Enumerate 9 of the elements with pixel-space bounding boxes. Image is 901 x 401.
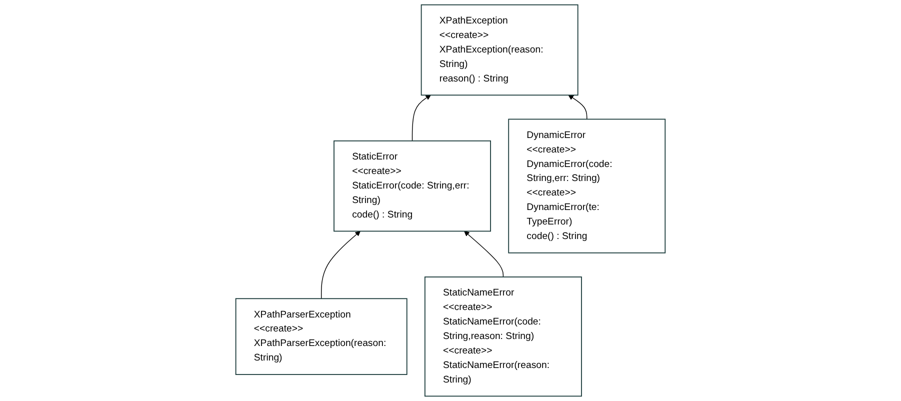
arrow xyxy=(464,230,504,278)
node-box: StaticError <<create>> StaticError(code: String,err: String) code() : String xyxy=(334,140,492,232)
arrow xyxy=(412,94,431,142)
node-box: XPathException <<create>> XPathException(reason: String) reason() : String xyxy=(420,4,578,96)
node-box: StaticNameError <<create>> StaticNameError(code: String,reason: String) <<create>> StaticNameError(reason: String) xyxy=(424,276,582,397)
node-box: XPathParserException <<create>> XPathParserException(reason: String) xyxy=(235,298,408,375)
arrow xyxy=(321,230,360,299)
arrow xyxy=(568,94,588,120)
node-box: DynamicError <<create>> DynamicError(code: String,err: String) <<create>> DynamicError(te: TypeError) code() : String xyxy=(508,118,666,254)
